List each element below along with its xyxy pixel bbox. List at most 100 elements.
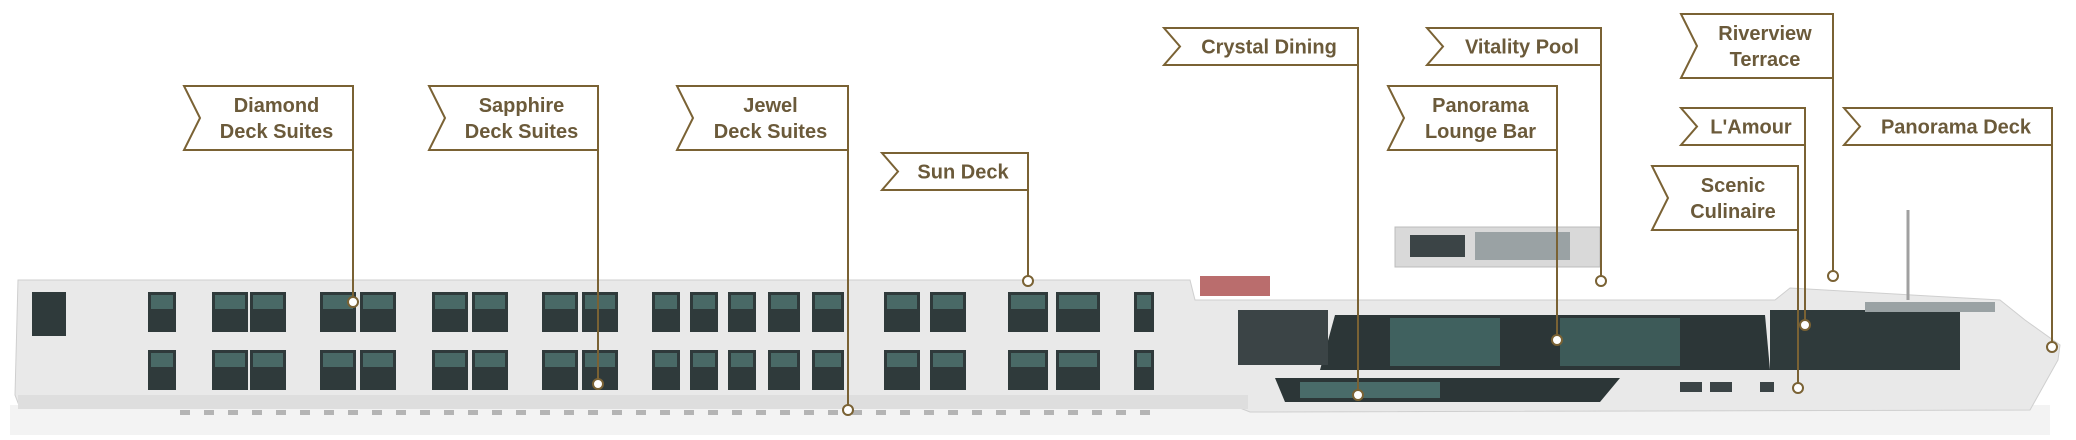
waterline-porthole xyxy=(372,410,382,415)
waterline-porthole xyxy=(1116,410,1126,415)
cabin-window-reflection xyxy=(933,295,963,309)
waterline-porthole xyxy=(1068,410,1078,415)
dining-glass-tint xyxy=(1300,382,1440,398)
waterline-porthole xyxy=(780,410,790,415)
cabin-window-reflection xyxy=(585,353,615,367)
callout-label: Deck Suites xyxy=(465,121,578,143)
porthole xyxy=(1680,382,1702,392)
cabin-window-reflection xyxy=(1059,353,1097,367)
lounge-glass-tint xyxy=(1390,318,1500,366)
callout-crystal: Crystal Dining xyxy=(1161,27,1359,66)
waterline-porthole xyxy=(468,410,478,415)
callout-label: L'Amour xyxy=(1710,117,1792,139)
callout-label: Vitality Pool xyxy=(1465,37,1579,59)
callout-label: Sun Deck xyxy=(917,162,1009,184)
callout-vitality: Vitality Pool xyxy=(1424,27,1602,66)
waterline-porthole xyxy=(708,410,718,415)
leader-dot-jewel xyxy=(842,404,854,416)
cabin-window-reflection xyxy=(323,295,353,309)
waterline-porthole xyxy=(420,410,430,415)
callout-frame xyxy=(879,152,1029,191)
callout-label: Deck Suites xyxy=(714,121,827,143)
leader-dot-panorama-lounge xyxy=(1551,334,1563,346)
porthole xyxy=(1760,382,1774,392)
waterline-porthole xyxy=(228,410,238,415)
waterline-porthole xyxy=(1020,410,1030,415)
wheelhouse-window xyxy=(1410,235,1465,257)
waterline-porthole xyxy=(1140,410,1150,415)
callout-frame xyxy=(1424,27,1602,66)
waterline-porthole xyxy=(276,410,286,415)
stern-window xyxy=(32,292,66,336)
hull-lower-band xyxy=(18,395,1248,409)
waterline-porthole xyxy=(612,410,622,415)
waterline-porthole xyxy=(516,410,526,415)
waterline-porthole xyxy=(444,410,454,415)
cabin-window-reflection xyxy=(655,295,677,309)
cabin-window-reflection xyxy=(253,295,283,309)
cabin-window-reflection xyxy=(1011,353,1045,367)
leader-dot-scenic xyxy=(1792,382,1804,394)
callout-leader-lines xyxy=(347,65,2058,416)
callout-label: Scenic xyxy=(1701,175,1765,197)
cabin-window-reflection xyxy=(253,353,283,367)
callout-label: Panorama Deck xyxy=(1881,117,2032,139)
waterline-porthole xyxy=(564,410,574,415)
waterline-porthole xyxy=(252,410,262,415)
callout-frame xyxy=(182,85,354,151)
leader-dot-crystal xyxy=(1352,389,1364,401)
cabin-window-reflection xyxy=(215,353,245,367)
bow-lounge-glass xyxy=(1770,310,1960,370)
waterline-porthole xyxy=(204,410,214,415)
waterline-porthole xyxy=(324,410,334,415)
callout-label: Lounge Bar xyxy=(1425,121,1536,143)
waterline-porthole xyxy=(348,410,358,415)
leader-dot-riverview xyxy=(1827,270,1839,282)
cabin-window-reflection xyxy=(475,295,505,309)
waterline-porthole xyxy=(972,410,982,415)
panorama-lounge-glass xyxy=(1320,315,1770,370)
porthole xyxy=(1710,382,1732,392)
callout-frame xyxy=(1650,165,1799,231)
mid-lounge-window xyxy=(1238,310,1328,365)
cabin-window-reflection xyxy=(215,295,245,309)
waterline-porthole xyxy=(684,410,694,415)
cabin-window-reflection xyxy=(1011,295,1045,309)
cabin-window-reflection xyxy=(887,353,917,367)
cabin-window-reflection xyxy=(151,353,173,367)
cabin-window-reflection xyxy=(475,353,505,367)
callout-label: Terrace xyxy=(1730,49,1801,71)
river-cruise-ship-illustration xyxy=(10,210,2061,435)
cabin-window-reflection xyxy=(693,295,715,309)
callout-frame xyxy=(1841,107,2053,146)
cabin-window-reflection xyxy=(771,295,797,309)
callout-label: Sapphire xyxy=(479,95,565,117)
waterline-porthole xyxy=(756,410,766,415)
callout-label: Jewel xyxy=(743,95,797,117)
waterline-porthole xyxy=(924,410,934,415)
wheelhouse-panel xyxy=(1475,232,1570,260)
cabin-window-reflection xyxy=(363,295,393,309)
cabin-window-reflection xyxy=(435,353,465,367)
cabin-window-reflection xyxy=(1137,353,1151,367)
cabin-window-reflection xyxy=(771,353,797,367)
cabin-window-reflection xyxy=(585,295,615,309)
cabin-windows xyxy=(32,292,1154,390)
cabin-window-reflection xyxy=(545,295,575,309)
cabin-window-reflection xyxy=(815,353,841,367)
bow-deck-canopy xyxy=(1865,302,1995,312)
leader-dot-sun xyxy=(1022,275,1034,287)
callout-label: Culinaire xyxy=(1690,201,1776,223)
callout-frame xyxy=(675,85,849,151)
lounge-glass-tint xyxy=(1560,318,1680,366)
leader-dot-panorama-deck xyxy=(2046,341,2058,353)
waterline-porthole xyxy=(948,410,958,415)
waterline-porthole xyxy=(588,410,598,415)
waterline-porthole xyxy=(996,410,1006,415)
waterline-porthole xyxy=(396,410,406,415)
cabin-window-reflection xyxy=(655,353,677,367)
callout-label: Panorama xyxy=(1432,95,1530,117)
